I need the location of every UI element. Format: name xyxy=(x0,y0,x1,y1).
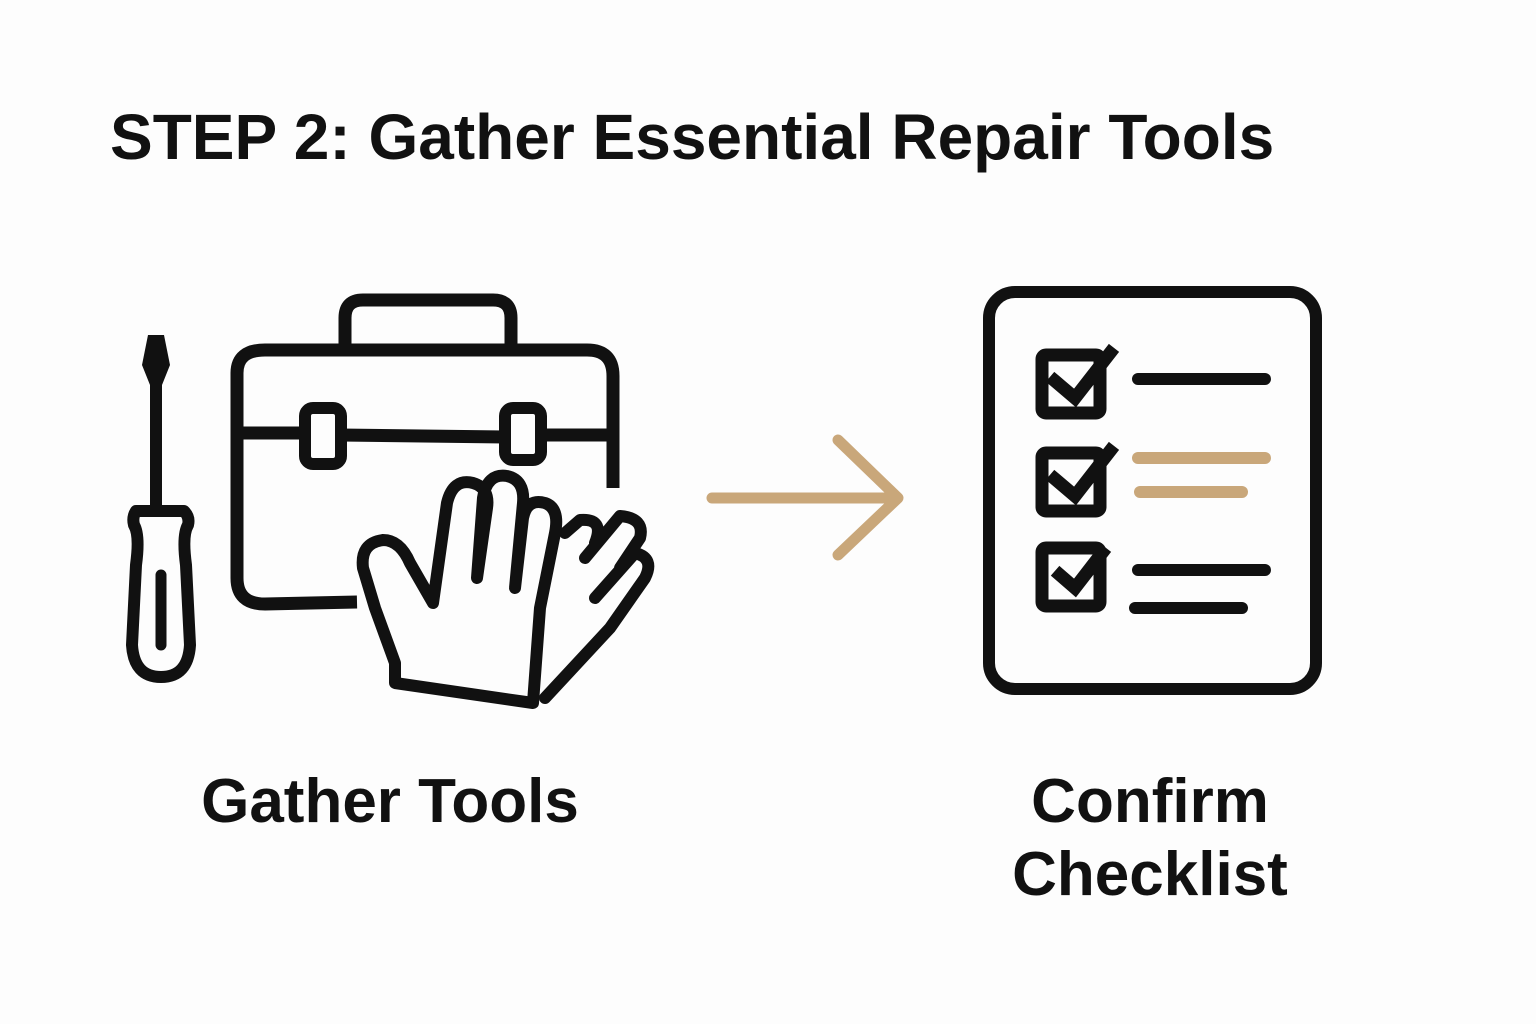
step-label-line: Checklist xyxy=(1012,840,1288,910)
step-label-gather-tools: Gather Tools xyxy=(150,765,630,838)
checklist-item xyxy=(1035,441,1271,518)
checklist-item xyxy=(1035,541,1271,614)
arrow-right-icon xyxy=(706,434,904,561)
step-label-line: Confirm xyxy=(1031,767,1269,836)
checklist-item xyxy=(1035,343,1271,420)
toolbox-icon xyxy=(230,293,620,611)
checklist-icon xyxy=(983,286,1322,695)
page-title: STEP 2: Gather Essential Repair Tools xyxy=(110,101,1275,173)
step-label-confirm-checklist: Confirm Checklist xyxy=(950,765,1350,911)
gloves-icon xyxy=(356,469,655,709)
step-label-text: Gather Tools xyxy=(201,767,579,836)
screwdriver-icon xyxy=(126,335,196,683)
